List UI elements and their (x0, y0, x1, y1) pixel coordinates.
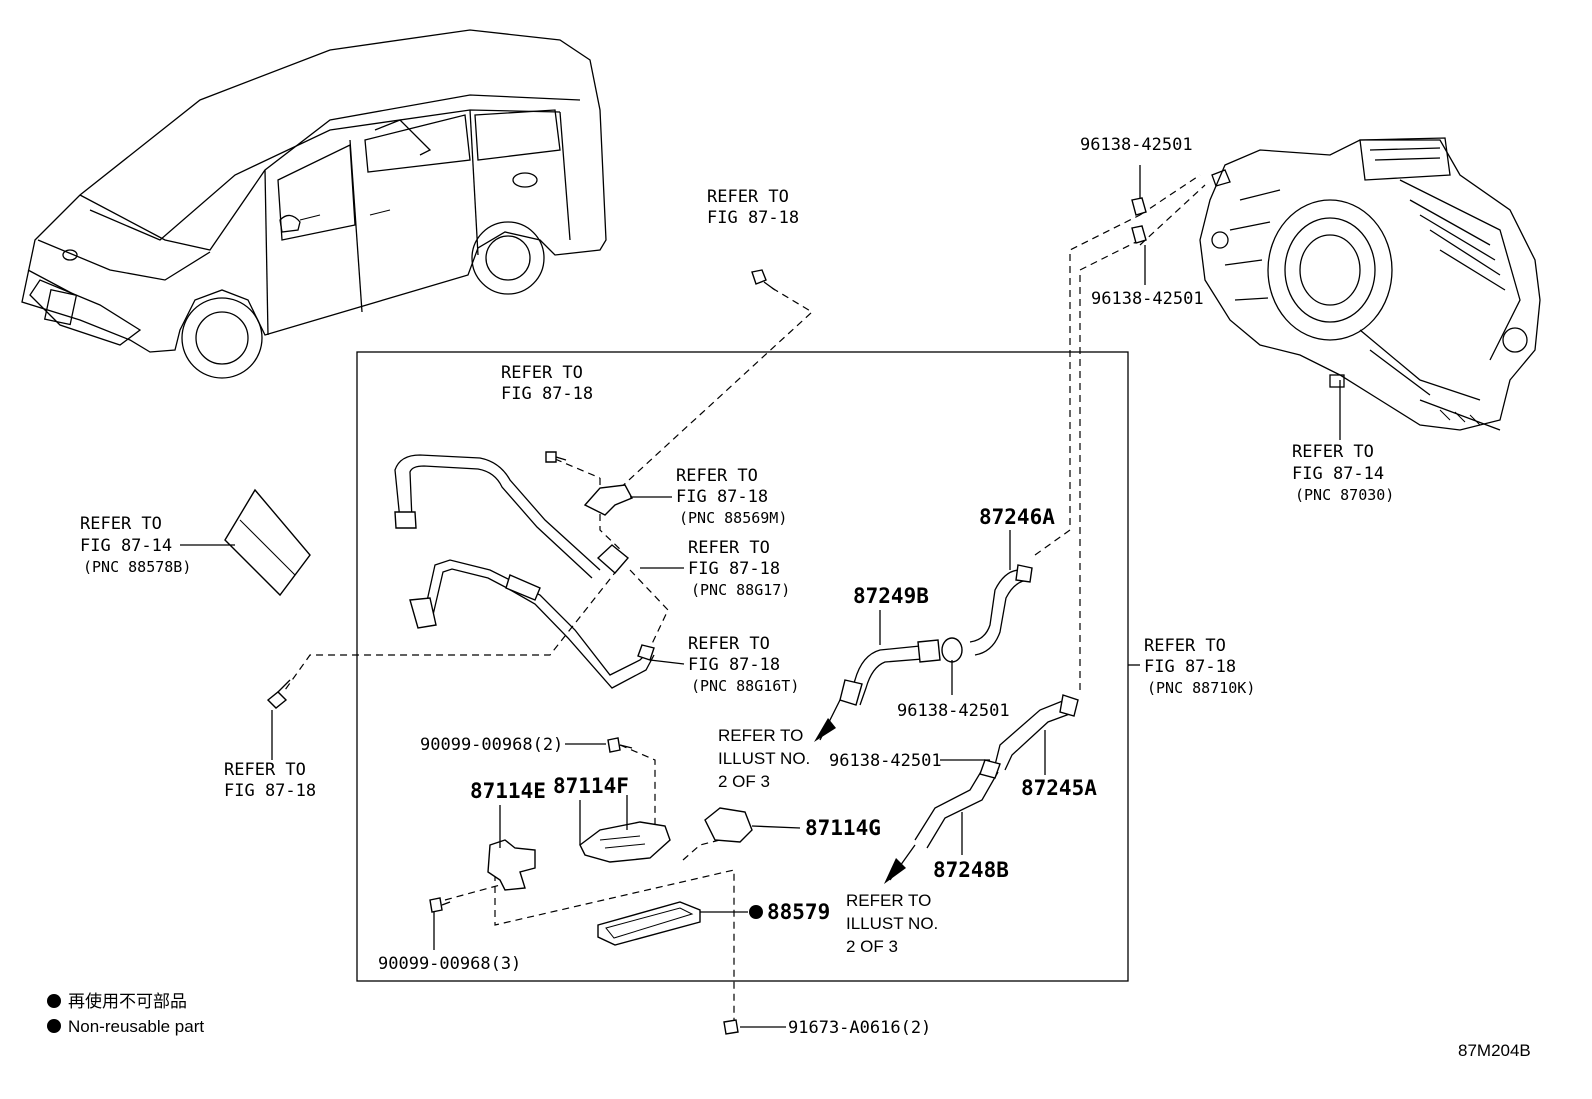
bolt-refer-inner (545, 451, 567, 463)
ref-label-88G17: REFER TO FIG 87-18 (PNC 88G17) (688, 538, 790, 599)
leader-lines (180, 165, 1341, 1028)
ref-label-88569M: REFER TO FIG 87-18 (PNC 88569M) (676, 466, 787, 527)
svg-text:REFER TO: REFER TO (1144, 636, 1226, 656)
legend-dot-2 (47, 1019, 61, 1033)
part-87114F (579, 821, 671, 863)
svg-text:2 OF 3: 2 OF 3 (846, 937, 898, 956)
non-reusable-dot-88579 (749, 905, 763, 919)
svg-text:FIG 87-18: FIG 87-18 (688, 559, 780, 579)
svg-text:REFER TO: REFER TO (1292, 442, 1374, 462)
svg-text:REFER TO: REFER TO (501, 363, 583, 383)
ref-label-88578B: REFER TO FIG 87-14 (PNC 88578B) (80, 514, 191, 576)
svg-text:FIG 87-18: FIG 87-18 (676, 487, 768, 507)
part-label-96138-top: 96138-42501 (1080, 135, 1193, 155)
svg-text:FIG 87-18: FIG 87-18 (224, 781, 316, 801)
hose-87249B (814, 639, 941, 742)
bolt-refer-top (751, 269, 776, 291)
svg-text:2 OF 3: 2 OF 3 (718, 772, 770, 791)
hose-87245A (994, 694, 1079, 771)
part-label-90099-3: 90099-00968(3) (378, 954, 521, 974)
part-87114E (487, 839, 536, 891)
part-87114G (704, 807, 753, 843)
ref-label-88710K: REFER TO FIG 87-18 (PNC 88710K) (1144, 636, 1255, 697)
part-label-87114F: 87114F (553, 774, 629, 798)
clamp-96138 (941, 637, 963, 663)
svg-text:FIG 87-18: FIG 87-18 (707, 208, 799, 228)
svg-text:FIG 87-14: FIG 87-14 (80, 536, 172, 556)
svg-text:REFER TO: REFER TO (676, 466, 758, 486)
part-label-87248B: 87248B (933, 858, 1009, 882)
svg-text:ILLUST NO.: ILLUST NO. (846, 914, 938, 933)
part-label-87245A: 87245A (1021, 776, 1097, 800)
svg-text:FIG 87-18: FIG 87-18 (688, 655, 780, 675)
part-label-90099-2: 90099-00968(2) (420, 735, 563, 755)
part-label-91673: 91673-A0616(2) (788, 1018, 931, 1038)
bracket-88569M (583, 484, 633, 516)
dashed-leaders (284, 174, 1206, 1020)
bolt-90099-2 (607, 737, 633, 753)
svg-text:REFER TO: REFER TO (224, 760, 306, 780)
svg-text:(PNC 87030): (PNC 87030) (1295, 486, 1394, 504)
part-label-96138-mid: 96138-42501 (1091, 289, 1204, 309)
svg-text:REFER TO: REFER TO (718, 726, 803, 745)
bolt-90099-3 (429, 897, 451, 913)
svg-text:FIG 87-18: FIG 87-18 (501, 384, 593, 404)
ref-label-inner: REFER TO FIG 87-18 (501, 363, 593, 404)
svg-text:(PNC 88710K): (PNC 88710K) (1147, 679, 1255, 697)
svg-text:(PNC 88G16T): (PNC 88G16T) (691, 677, 799, 695)
ref-label-left-bottom: REFER TO FIG 87-18 (224, 760, 316, 801)
part-label-87114E: 87114E (470, 779, 546, 803)
diagram-code: 87M204B (1458, 1041, 1531, 1060)
illust-ref-1: REFER TO ILLUST NO. 2 OF 3 (718, 726, 810, 791)
part-label-96138-clamp: 96138-42501 (897, 701, 1010, 721)
illust-ref-2: REFER TO ILLUST NO. 2 OF 3 (846, 891, 938, 956)
svg-text:(PNC 88569M): (PNC 88569M) (679, 509, 787, 527)
part-label-96138-hose: 96138-42501 (829, 751, 942, 771)
upper-hose-pipe (394, 454, 630, 579)
clip-96138-upper (1131, 197, 1147, 244)
lower-pipe (409, 559, 655, 689)
part-label-87114G: 87114G (805, 816, 881, 840)
svg-text:ILLUST NO.: ILLUST NO. (718, 749, 810, 768)
bolt-91673 (723, 1019, 739, 1035)
vehicle-illustration (21, 29, 607, 379)
ref-label-top: REFER TO FIG 87-18 (707, 187, 799, 228)
part-label-87249B: 87249B (853, 584, 929, 608)
svg-text:REFER TO: REFER TO (707, 187, 789, 207)
svg-text:FIG 87-14: FIG 87-14 (1292, 464, 1384, 484)
svg-text:REFER TO: REFER TO (688, 634, 770, 654)
svg-text:FIG 87-18: FIG 87-18 (1144, 657, 1236, 677)
svg-text:REFER TO: REFER TO (80, 514, 162, 534)
svg-text:REFER TO: REFER TO (688, 538, 770, 558)
part-label-88579: 88579 (767, 900, 830, 924)
ref-label-88G16T: REFER TO FIG 87-18 (PNC 88G16T) (688, 634, 799, 695)
hose-87246A (969, 564, 1033, 656)
legend: 再使用不可部品 Non-reusable part (47, 991, 204, 1036)
svg-text:(PNC 88G17): (PNC 88G17) (691, 581, 790, 599)
detail-box (356, 351, 1129, 982)
seal-88579 (597, 901, 701, 946)
svg-text:再使用不可部品: 再使用不可部品 (68, 991, 187, 1011)
ref-label-87030: REFER TO FIG 87-14 (PNC 87030) (1292, 442, 1394, 504)
panel-part-88578B (224, 488, 311, 597)
svg-text:Non-reusable part: Non-reusable part (68, 1017, 204, 1036)
part-label-87246A: 87246A (979, 505, 1055, 529)
legend-dot-1 (47, 994, 61, 1008)
svg-text:REFER TO: REFER TO (846, 891, 931, 910)
transaxle-illustration (1199, 137, 1541, 431)
svg-text:(PNC 88578B): (PNC 88578B) (83, 558, 191, 576)
hose-87248B (884, 759, 1001, 884)
bolt-refer-left (266, 679, 291, 709)
